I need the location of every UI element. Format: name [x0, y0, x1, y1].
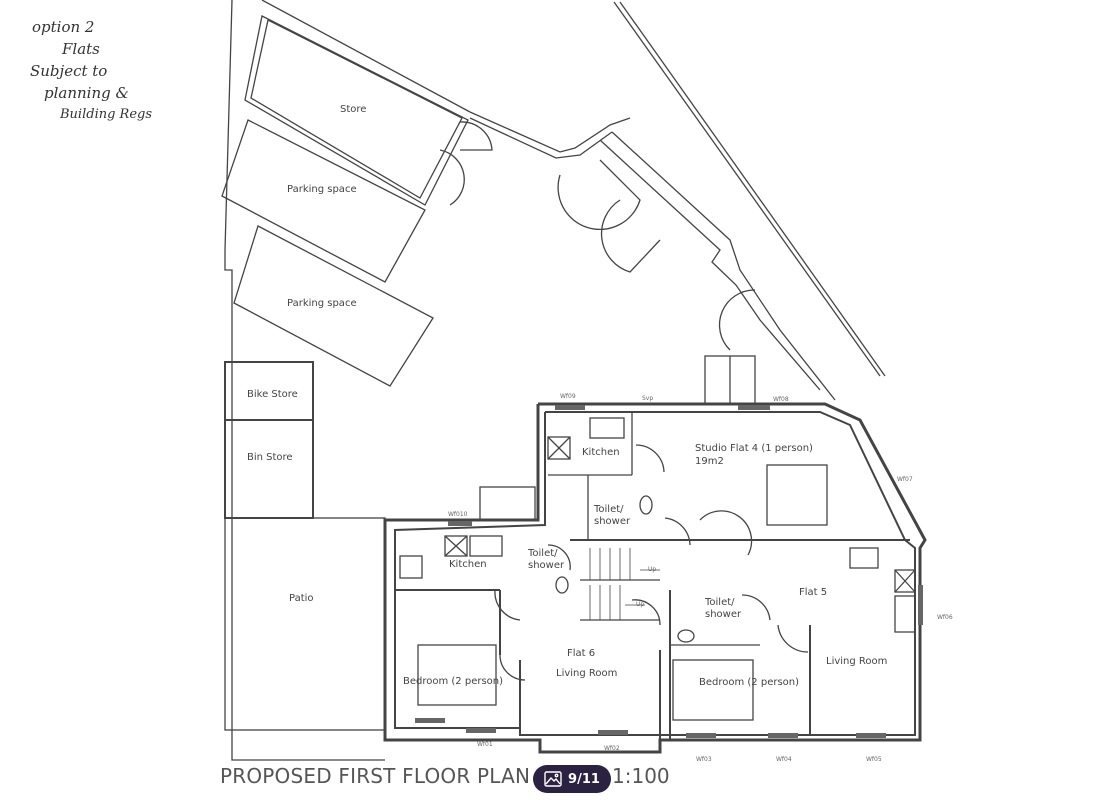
room-label-studio-area: 19m2	[695, 456, 724, 467]
note-line: planning &	[44, 84, 129, 102]
window-label: Wf06	[937, 614, 953, 621]
room-label-bin-store: Bin Store	[247, 452, 293, 463]
gallery-counter: 9/11	[568, 771, 600, 787]
window-label: Wf02	[604, 745, 620, 752]
window-label: Wf03	[696, 756, 712, 763]
room-label-flat5-living: Living Room	[826, 656, 888, 667]
drawing-title: PROPOSED FIRST FLOOR PLAN	[220, 764, 531, 788]
window-label: Wf07	[897, 476, 913, 483]
window-label: Wf04	[776, 756, 792, 763]
room-label-parking-2: Parking space	[287, 298, 357, 309]
room-label-store: Store	[340, 104, 367, 115]
room-label-flat6: Flat 6	[567, 648, 596, 659]
gallery-counter-badge[interactable]: 9/11	[533, 765, 611, 793]
window-label: Wf09	[560, 393, 576, 400]
room-label-flat6-toilet: Toilet/ shower	[528, 548, 565, 571]
room-label-patio: Patio	[289, 593, 314, 604]
image-icon	[544, 771, 562, 787]
drawing-scale: 1:100	[612, 764, 670, 788]
room-label-flat5-toilet: Toilet/ shower	[705, 597, 742, 620]
handwritten-note: option 2 Flats Subject to planning & Bui…	[28, 16, 168, 126]
note-line: Flats	[62, 40, 100, 58]
window-label: Wf08	[773, 396, 789, 403]
note-line: Building Regs	[60, 107, 153, 122]
svp-label: Svp	[642, 395, 654, 402]
stairs-up-label: Up	[636, 601, 645, 608]
note-line: Subject to	[30, 62, 108, 80]
room-label-flat6-living: Living Room	[556, 668, 618, 679]
room-label-studio-toilet: Toilet/ shower	[594, 504, 631, 527]
stairs-up-label: Up	[648, 566, 657, 573]
room-label-bike-store: Bike Store	[247, 389, 298, 400]
room-label-parking-1: Parking space	[287, 184, 357, 195]
note-line: option 2	[32, 18, 95, 36]
room-label-studio-kitchen: Kitchen	[582, 447, 620, 458]
window-label: Wf01	[477, 741, 493, 748]
room-label-studio-flat: Studio Flat 4 (1 person)	[695, 443, 813, 454]
room-label-flat6-kitchen: Kitchen	[449, 559, 487, 570]
room-label-flat6-bedroom: Bedroom (2 person)	[403, 676, 504, 687]
room-label-flat5-bedroom: Bedroom (2 person)	[699, 677, 800, 688]
window-label: Wf05	[866, 756, 882, 763]
window-label: Wf010	[448, 511, 468, 518]
room-label-flat5: Flat 5	[799, 587, 828, 598]
